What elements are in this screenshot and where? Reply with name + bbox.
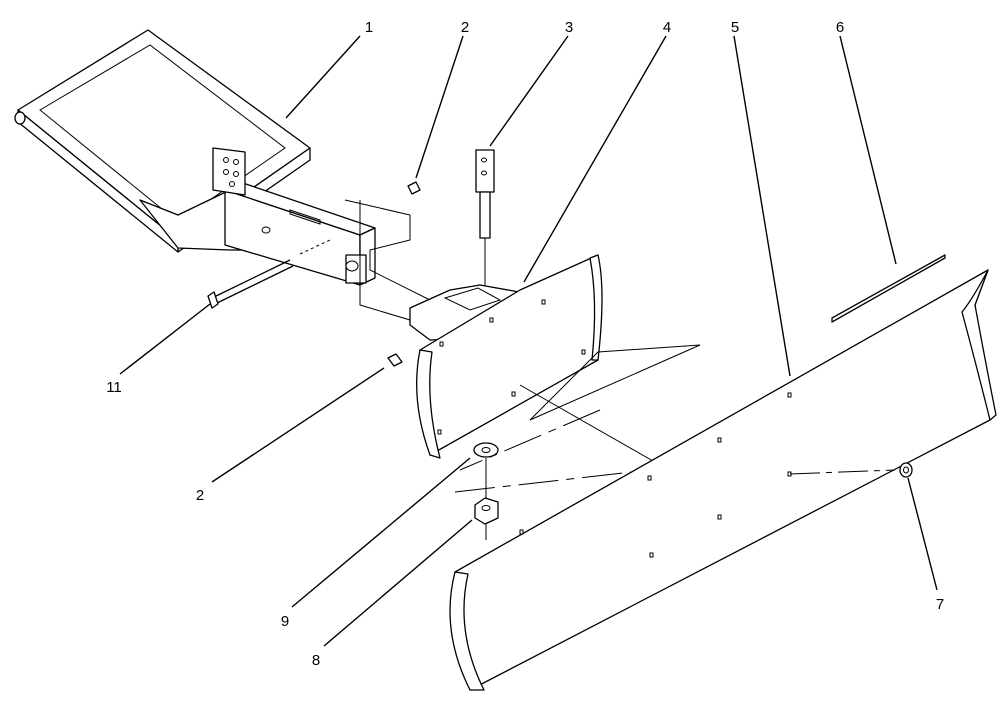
leader-9 [291,457,471,608]
callout-2-upper: 2 [461,19,469,36]
large-blade [449,269,997,691]
callout-11: 11 [106,379,122,396]
leader-lines [119,35,938,647]
mounting-frame [14,29,376,286]
leader-3 [489,35,569,147]
cutting-edge [831,254,946,323]
flat-washer [473,442,499,458]
carriage-bolt [899,462,913,478]
callout-4: 4 [663,19,671,36]
callout-1: 1 [365,19,373,36]
leader-7 [907,477,938,591]
callout-7: 7 [936,596,944,613]
lift-link [475,149,495,320]
alignment-lines [454,384,661,493]
lock-nut-lower [387,353,403,367]
callout-5: 5 [731,19,739,36]
pivot-bracket-outline [344,199,431,321]
leader-1 [285,35,361,119]
leader-11 [119,303,211,375]
leader-2-lower [211,367,385,483]
leader-2-upper [415,35,464,179]
callout-3: 3 [565,19,573,36]
callout-9: 9 [281,613,289,630]
leader-4 [523,35,667,283]
leader-8 [323,519,473,647]
callout-6: 6 [836,19,844,36]
small-blade-assembly [409,254,701,459]
pivot-bolt [207,239,331,309]
leader-6 [839,35,897,265]
leader-5 [733,35,791,377]
callout-2-lower: 2 [196,487,204,504]
callout-labels: 1 2 3 4 5 6 2 11 9 8 7 [106,19,944,669]
lock-nut-upper [407,181,421,195]
hex-nut [474,458,499,540]
callout-8: 8 [312,652,320,669]
